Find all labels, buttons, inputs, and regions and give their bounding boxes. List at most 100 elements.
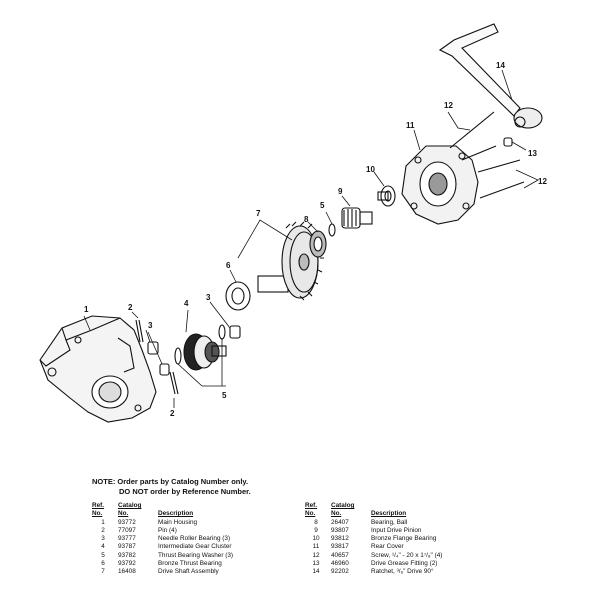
- pin-part: [135, 319, 179, 395]
- table-row: 3 93777 Needle Roller Bearing (3): [92, 535, 237, 543]
- catalog-cell: 93782: [118, 551, 136, 559]
- catalog-cell: 26407: [331, 518, 349, 526]
- ref-cell: 13: [312, 560, 320, 568]
- description-header: Description: [158, 510, 194, 518]
- callout-6: 6: [226, 261, 231, 270]
- description-cell: Bronze Flange Bearing: [371, 535, 437, 543]
- ref-cell: 6: [101, 560, 105, 568]
- table-row: 10 93812 Bronze Flange Bearing: [305, 535, 446, 543]
- callout-12-lower: 12: [538, 177, 547, 186]
- ref-header: Ref.No.: [92, 502, 105, 518]
- ref-cell: 3: [101, 535, 105, 543]
- ref-cell: 14: [312, 568, 320, 576]
- description-cell: Input Drive Pinion: [371, 526, 422, 534]
- catalog-cell: 46960: [331, 560, 349, 568]
- description-cell: Drive Shaft Assembly: [158, 568, 219, 576]
- catalog-cell: 93817: [331, 543, 349, 551]
- catalog-cell: 16408: [118, 568, 136, 576]
- callout-2-lower: 2: [170, 409, 175, 418]
- callout-10: 10: [366, 165, 375, 174]
- ref-cell: 10: [312, 535, 320, 543]
- catalog-cell: 93772: [118, 518, 136, 526]
- needle-bearing-part: [147, 325, 241, 376]
- ball-bearing-part: [309, 230, 327, 258]
- callout-5-upper: 5: [320, 201, 325, 210]
- table-row: 1 93772 Main Housing: [92, 519, 237, 527]
- table-row: 4 93787 Intermediate Gear Cluster: [92, 543, 237, 551]
- catalog-cell: 93807: [331, 526, 349, 534]
- ref-cell: 4: [101, 543, 105, 551]
- input-pinion-part: [341, 207, 373, 229]
- description-cell: Intermediate Gear Cluster: [158, 543, 232, 551]
- table-row: 7 16408 Drive Shaft Assembly: [92, 568, 237, 576]
- callout-14: 14: [496, 61, 505, 70]
- bronze-thrust-bearing-part: [225, 281, 251, 311]
- callout-9: 9: [338, 187, 343, 196]
- description-cell: Main Housing: [158, 518, 198, 526]
- description-header: Description: [371, 510, 407, 518]
- screw-part: [449, 111, 525, 199]
- intermediate-gear-part: [183, 333, 227, 371]
- table-row: 9 93807 Input Drive Pinion: [305, 527, 446, 535]
- ref-cell: 9: [314, 526, 318, 534]
- description-cell: Screw, ¹/₄" - 20 x 1⁷/₈" (4): [371, 551, 443, 559]
- callout-2-upper: 2: [128, 303, 133, 312]
- callout-5-lower: 5: [222, 391, 227, 400]
- description-cell: Needle Roller Bearing (3): [158, 535, 231, 543]
- callout-3-left: 3: [148, 321, 153, 330]
- ratchet-part: [438, 23, 543, 129]
- catalog-cell: 93792: [118, 560, 136, 568]
- catalog-cell: 77097: [118, 526, 136, 534]
- flange-bearing-part: [377, 185, 396, 207]
- callout-3-right: 3: [206, 293, 211, 302]
- description-cell: Bearing, Ball: [371, 518, 408, 526]
- ref-cell: 7: [101, 568, 105, 576]
- ref-cell: 5: [101, 551, 105, 559]
- catalog-cell: 92202: [331, 568, 349, 576]
- catalog-cell: 93787: [118, 543, 136, 551]
- table-row: 6 93792 Bronze Thrust Bearing: [92, 560, 237, 568]
- order-note: NOTE: Order parts by Catalog Number only…: [92, 477, 251, 497]
- description-cell: Rear Cover: [371, 543, 404, 551]
- exploded-parts-diagram: 1 2 2 3 3 4 5 5 6 7 8 9 10 11 12 12 13 1…: [39, 23, 547, 423]
- order-note-line-2: DO NOT order by Reference Number.: [119, 487, 251, 496]
- main-housing-part: [39, 315, 157, 423]
- callout-12-upper: 12: [444, 101, 453, 110]
- description-cell: Thrust Bearing Washer (3): [158, 551, 234, 559]
- table-row: 14 92202 Ratchet, ³/₈" Drive 90°: [305, 568, 446, 576]
- callout-11: 11: [406, 121, 415, 130]
- table-row: 13 46960 Drive Grease Fitting (2): [305, 560, 446, 568]
- callout-1: 1: [84, 305, 89, 314]
- table-row: 11 93817 Rear Cover: [305, 543, 446, 551]
- callout-13: 13: [528, 149, 537, 158]
- table-row: 5 93782 Thrust Bearing Washer (3): [92, 552, 237, 560]
- catalog-cell: 93777: [118, 535, 136, 543]
- ref-cell: 1: [101, 518, 105, 526]
- ref-cell: 2: [101, 526, 105, 534]
- ref-header: Ref.No.: [305, 502, 318, 518]
- description-cell: Drive Grease Fitting (2): [371, 560, 438, 568]
- callout-4: 4: [184, 299, 189, 308]
- catalog-cell: 93812: [331, 535, 349, 543]
- description-cell: Bronze Thrust Bearing: [158, 560, 222, 568]
- callout-7: 7: [256, 209, 261, 218]
- leader-lines: [83, 69, 539, 408]
- callout-8: 8: [304, 215, 309, 224]
- table-row: 2 77097 Pin (4): [92, 527, 237, 535]
- description-cell: Pin (4): [158, 526, 177, 534]
- catalog-cell: 40657: [331, 551, 349, 559]
- order-note-line-1: NOTE: Order parts by Catalog Number only…: [92, 477, 249, 486]
- ref-cell: 11: [312, 543, 320, 551]
- table-row: 12 40657 Screw, ¹/₄" - 20 x 1⁷/₈" (4): [305, 552, 446, 560]
- grease-fitting-part: [503, 137, 513, 147]
- rear-cover-part: [401, 145, 479, 225]
- description-cell: Ratchet, ³/₈" Drive 90°: [371, 568, 434, 576]
- ref-cell: 12: [312, 551, 320, 559]
